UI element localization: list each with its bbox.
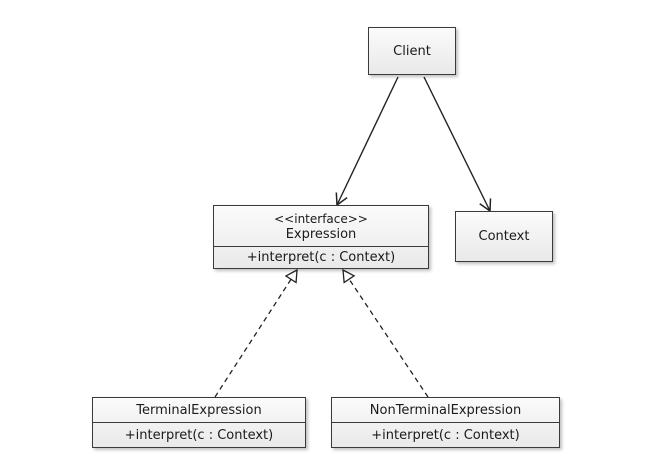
expression-method: +interpret(c : Context) xyxy=(246,250,396,265)
nonterminal-expression-class: NonTerminalExpression +interpret(c : Con… xyxy=(331,397,560,448)
context-box: Context xyxy=(455,211,553,262)
expression-methods: +interpret(c : Context) xyxy=(214,246,428,268)
association-client-expression xyxy=(335,76,399,207)
terminal-method: +interpret(c : Context) xyxy=(124,427,274,443)
client-label: Client xyxy=(393,43,431,59)
terminal-methods: +interpret(c : Context) xyxy=(93,422,305,447)
realization-nonterminal-expression xyxy=(343,270,429,398)
interface-stereotype: <<interface>> xyxy=(274,211,368,226)
expression-name: Expression xyxy=(285,226,357,242)
expression-class: <<interface>> Expression +interpret(c : … xyxy=(213,205,429,269)
terminal-header: TerminalExpression xyxy=(93,398,305,422)
terminal-expression-class: TerminalExpression +interpret(c : Contex… xyxy=(92,397,306,448)
nonterminal-name: NonTerminalExpression xyxy=(369,402,522,418)
association-client-context xyxy=(423,76,492,213)
nonterminal-methods: +interpret(c : Context) xyxy=(332,422,559,447)
context-label: Context xyxy=(478,229,530,244)
expression-header: <<interface>> Expression xyxy=(214,206,428,246)
nonterminal-method: +interpret(c : Context) xyxy=(371,427,520,443)
terminal-name: TerminalExpression xyxy=(136,402,262,418)
client-box: Client xyxy=(368,27,456,75)
nonterminal-header: NonTerminalExpression xyxy=(332,398,559,422)
realization-terminal-expression xyxy=(214,270,297,398)
